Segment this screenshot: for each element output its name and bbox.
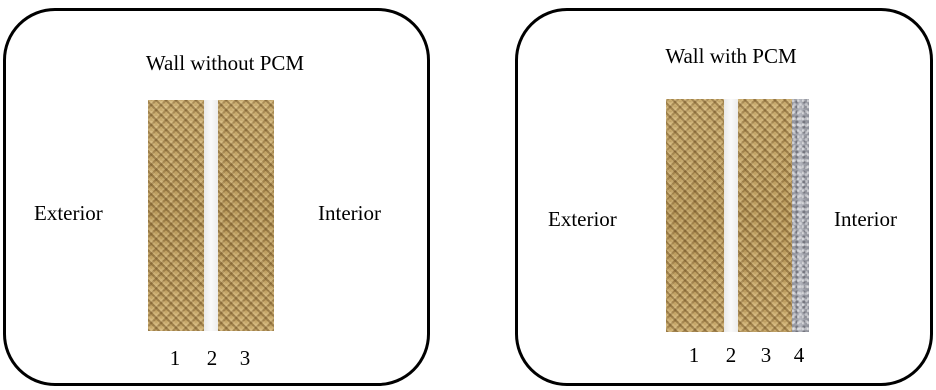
brick-layer-1 xyxy=(148,100,204,331)
interior-label: Interior xyxy=(834,207,897,231)
layer-number: 1 xyxy=(169,346,181,370)
air-gap-layer-2 xyxy=(204,100,218,331)
interior-label: Interior xyxy=(318,201,381,225)
exterior-label: Exterior xyxy=(34,201,103,225)
layer-number: 1 xyxy=(688,343,700,367)
brick-layer-1 xyxy=(666,99,724,332)
panel-title: Wall without PCM xyxy=(145,51,305,75)
exterior-label: Exterior xyxy=(548,207,617,231)
brick-layer-3 xyxy=(218,100,274,331)
pcm-layer-4 xyxy=(792,99,809,332)
brick-layer-3 xyxy=(738,99,792,332)
layer-number: 4 xyxy=(793,343,805,367)
panel-title: Wall with PCM xyxy=(665,44,797,68)
layer-number: 2 xyxy=(206,346,218,370)
layer-number: 3 xyxy=(239,346,251,370)
air-gap-layer-2 xyxy=(724,99,738,332)
layer-number: 3 xyxy=(760,343,772,367)
layer-number: 2 xyxy=(725,343,737,367)
